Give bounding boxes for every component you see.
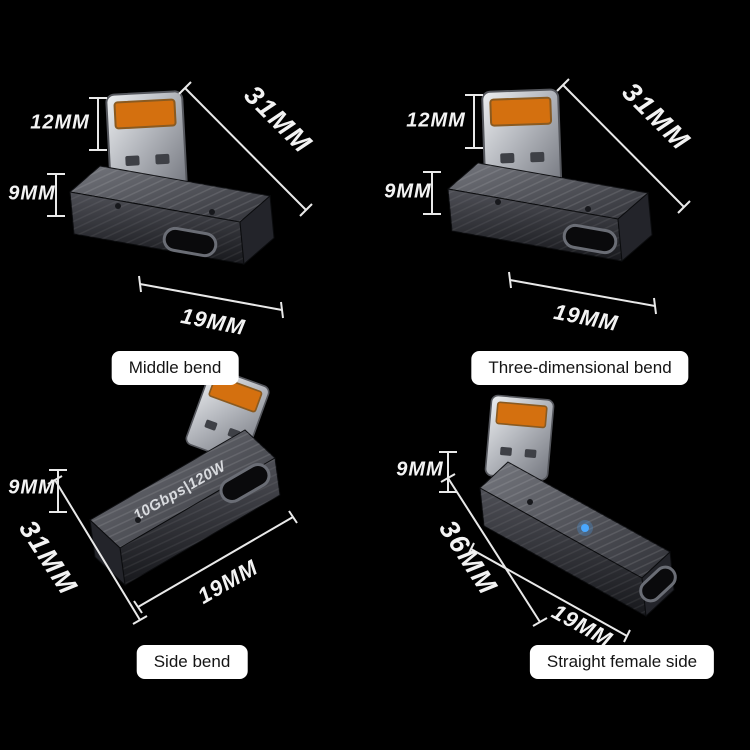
female-port xyxy=(162,226,218,258)
screw-dot xyxy=(585,206,591,212)
dimension-label-body-height: 9MM xyxy=(8,182,56,205)
screw-dot xyxy=(527,499,533,505)
dimension-label-body-height: 9MM xyxy=(8,476,56,499)
dimension-lines-three-dimensional-bend xyxy=(423,78,691,315)
dimension-label-plug-height: 12MM xyxy=(406,109,466,132)
screw-dot xyxy=(115,203,121,209)
product-label-side-bend: Side bend xyxy=(136,645,248,679)
product-label-middle-bend: Middle bend xyxy=(111,351,239,385)
product-label-three-dimensional-bend: Three-dimensional bend xyxy=(471,351,689,385)
dimension-lines-side-bend xyxy=(47,469,298,625)
female-port xyxy=(639,565,677,603)
adapter-illustration-side-bend: 10Gbps|120W xyxy=(89,366,281,587)
dimension-label-body-height: 9MM xyxy=(396,458,444,481)
dimension-lines-straight-female-side xyxy=(439,451,631,643)
female-port xyxy=(219,463,271,503)
female-port xyxy=(562,223,618,255)
adapter-illustration-straight-female-side xyxy=(479,394,677,618)
dimension-label-body-height: 9MM xyxy=(384,180,432,203)
screw-dot xyxy=(495,199,501,205)
adapter-illustration-three-dimensional-bend xyxy=(446,88,653,263)
usb-plug xyxy=(484,394,555,482)
led-indicator xyxy=(581,524,589,532)
dimension-label-plug-height: 12MM xyxy=(30,111,90,134)
product-label-straight-female-side: Straight female side xyxy=(529,645,715,679)
dimension-lines-middle-bend xyxy=(47,81,313,319)
screw-dot xyxy=(209,209,215,215)
adapter-illustration-middle-bend xyxy=(68,90,275,266)
screw-dot xyxy=(135,517,141,523)
